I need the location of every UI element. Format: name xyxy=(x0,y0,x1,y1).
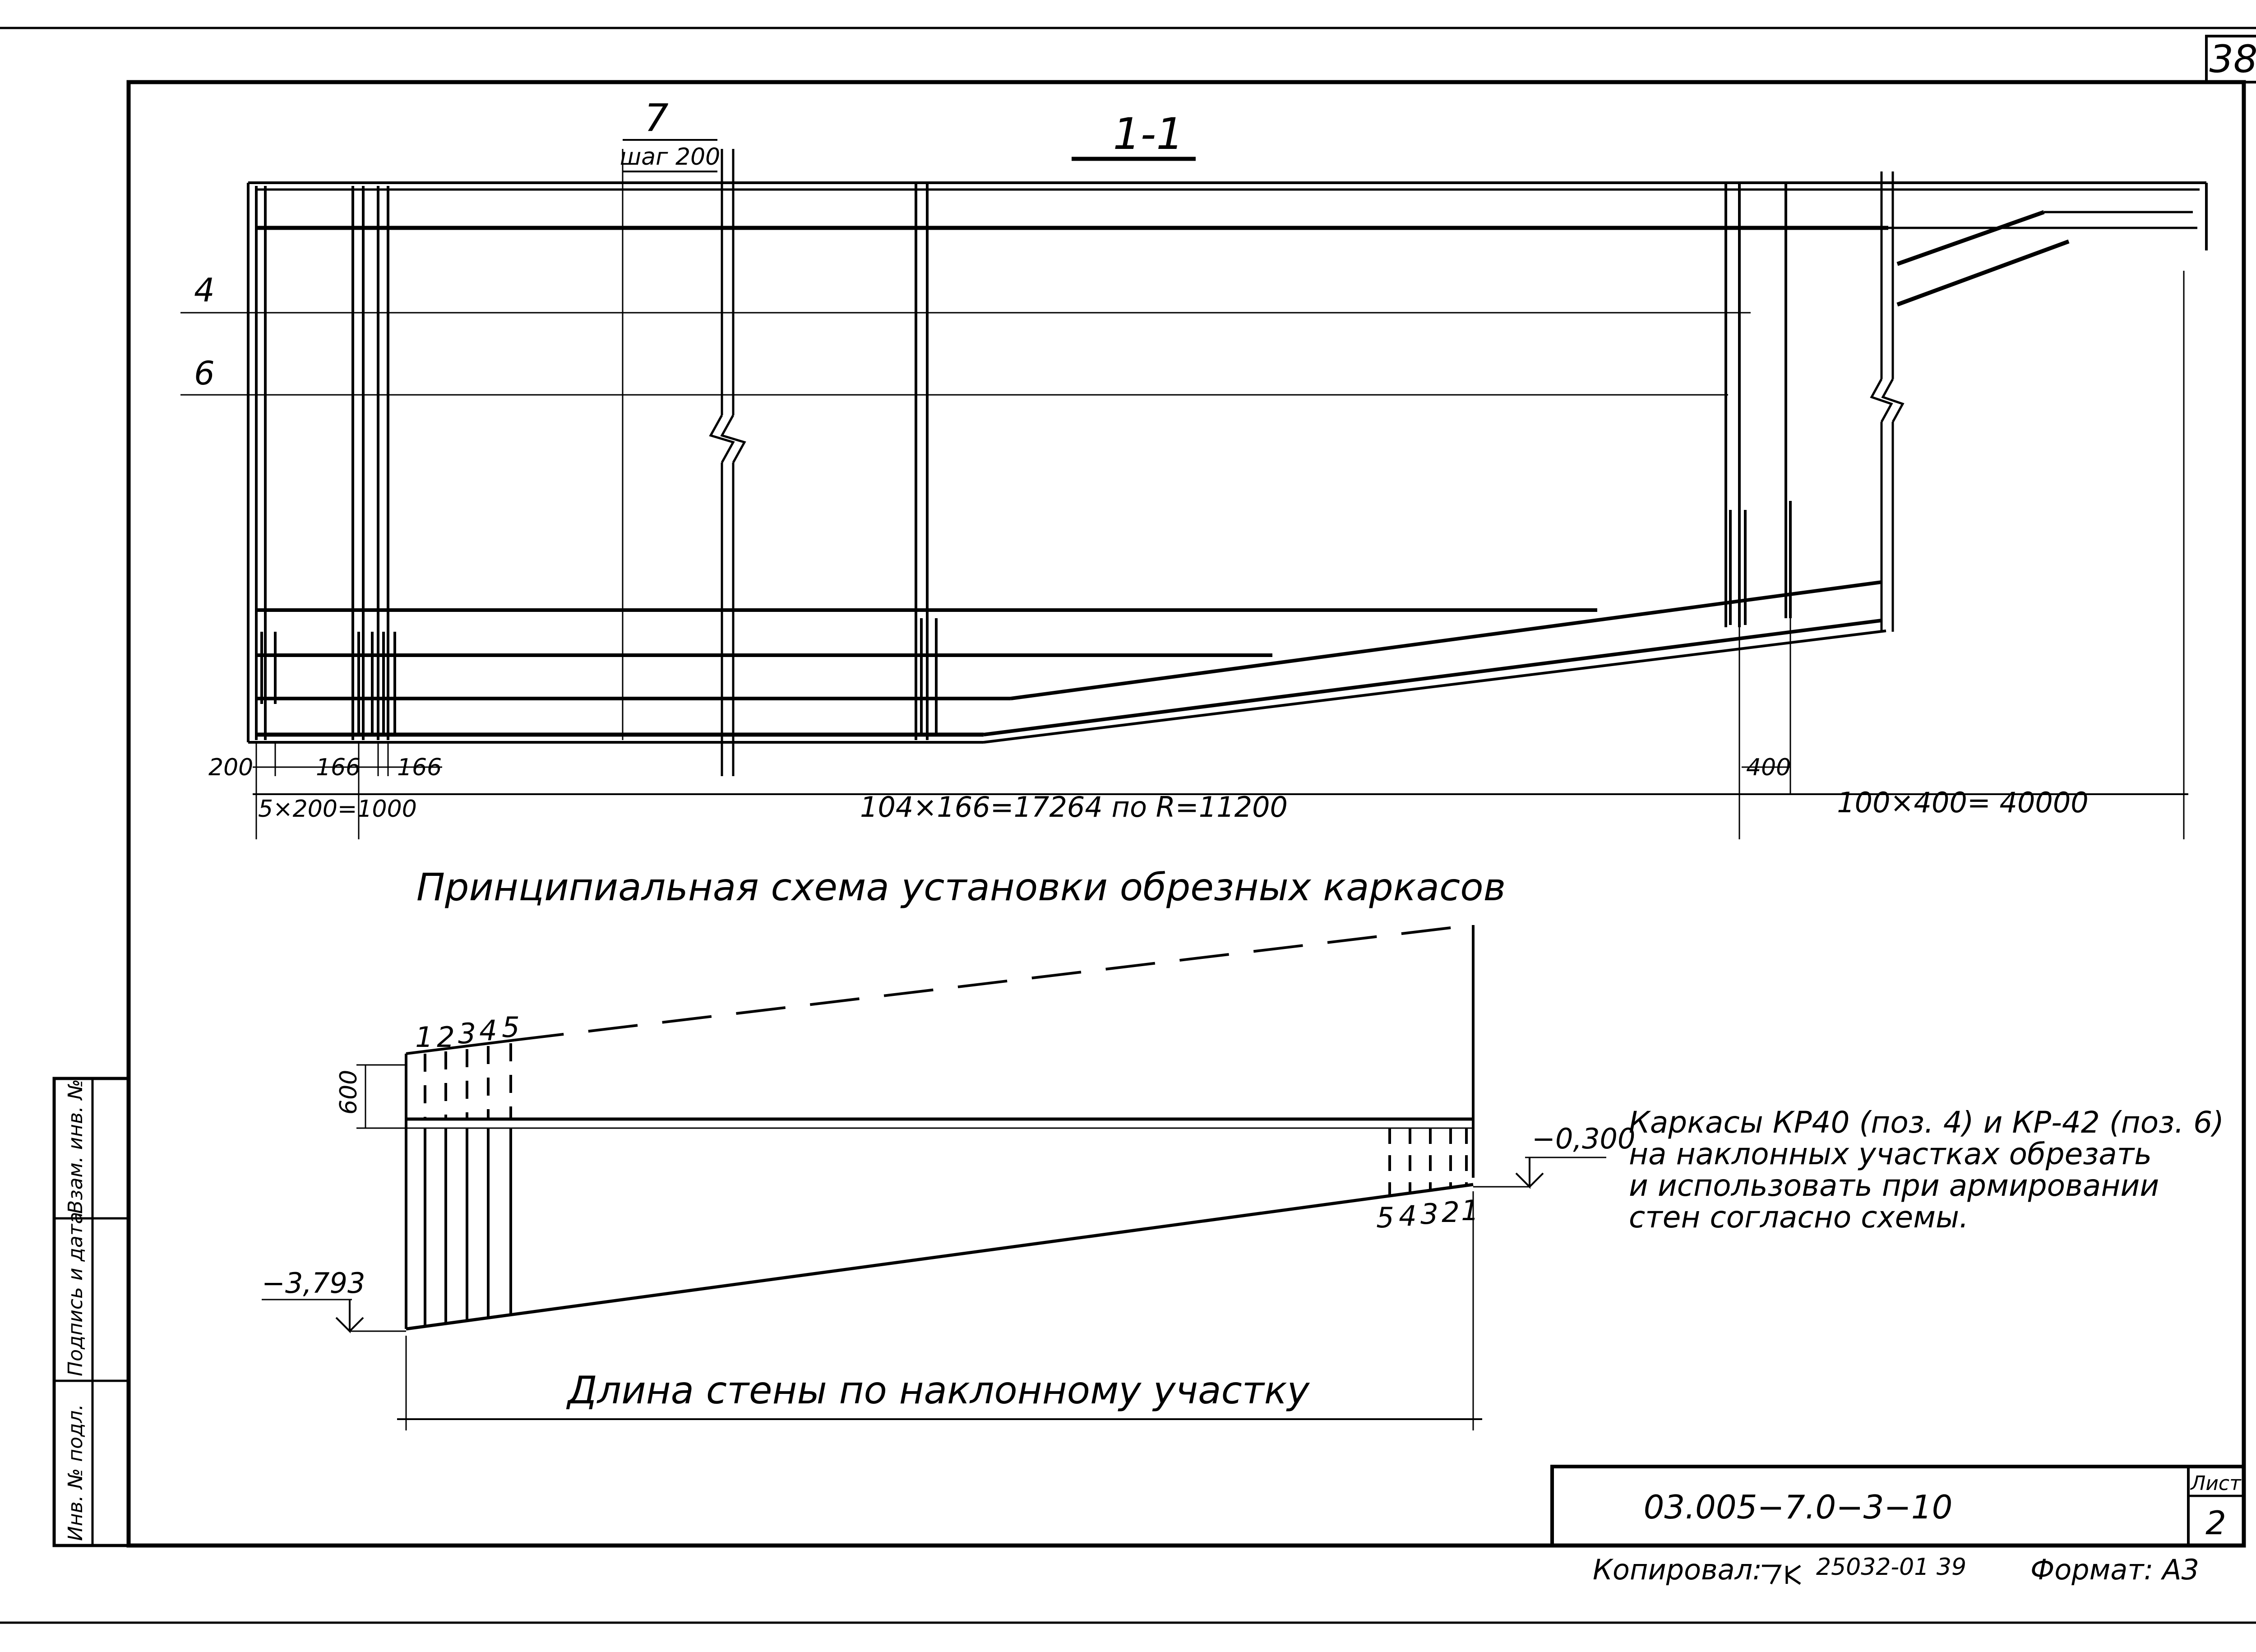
scheme-cut-top-left xyxy=(406,1039,515,1055)
page-number-box: 38 xyxy=(2205,35,2256,83)
top-number-1: 1 xyxy=(415,1021,433,1054)
dim-166-b: 166 xyxy=(397,754,442,781)
page-number: 38 xyxy=(2210,37,2256,81)
cutting-scheme: 1 2 3 4 5 5 4 3 2 1 600 −3,793 −0,300 xyxy=(262,924,1635,1430)
scheme-top-numbers: 1 2 3 4 5 xyxy=(415,1011,519,1054)
inclined-rebar-lower xyxy=(1896,239,2070,307)
scheme-title: Принципиальная схема установки обрезных … xyxy=(416,865,1506,909)
title-block: 03.005−7.0−3−10 Лист 2 Копировал: 25032-… xyxy=(1550,1465,2246,1586)
scheme-cut-top-line xyxy=(514,924,1474,1041)
order-number: 25032-01 39 xyxy=(1816,1554,1966,1581)
stamp-inv-podl: Инв. № подл. xyxy=(64,1404,87,1541)
top-number-3: 3 xyxy=(458,1017,476,1050)
scheme-bottom-slope xyxy=(406,1183,1474,1331)
bottom-caption: Длина стены по наклонному участку xyxy=(566,1368,1310,1412)
level-left-arrow xyxy=(335,1300,364,1333)
note-block: Каркасы КР40 (поз. 4) и КР-42 (поз. 6) н… xyxy=(1629,1105,2224,1235)
note-line-1: Каркасы КР40 (поз. 4) и КР-42 (поз. 6) xyxy=(1629,1105,2224,1140)
dim-right: 100×400= 40000 xyxy=(1837,786,2089,819)
stamp-vzam-inv: Взам. инв. № xyxy=(64,1079,87,1214)
top-number-5: 5 xyxy=(502,1011,519,1044)
side-stamp: Инв. № подл. Подпись и дата Взам. инв. № xyxy=(52,1077,130,1547)
vertical-frames-left-hooks xyxy=(260,632,396,736)
level-left: −3,793 xyxy=(262,1267,365,1300)
dim-middle: 104×166=17264 по R=11200 xyxy=(860,791,1288,824)
vertical-frames-left xyxy=(255,186,389,740)
format-label: Формат: А3 xyxy=(2030,1553,2199,1586)
dim-600: 600 xyxy=(335,1070,362,1115)
sheet-label: Лист xyxy=(2190,1472,2242,1495)
wall-bottom-slope-edge xyxy=(983,629,1886,744)
top-number-4: 4 xyxy=(479,1014,497,1047)
scheme-bottom-numbers: 5 4 3 2 1 xyxy=(1376,1194,1479,1234)
scheme-left-frames-dashed xyxy=(424,1043,512,1119)
top-number-2: 2 xyxy=(437,1021,454,1054)
bottom-number-1: 1 xyxy=(1461,1194,1479,1227)
dimension-extension-lines xyxy=(255,271,2185,839)
pos-4-label: 4 xyxy=(194,271,215,309)
dim-400: 400 xyxy=(1746,754,1791,781)
note-line-3: и использовать при армировании xyxy=(1629,1168,2159,1203)
section-1-1: 1-1 xyxy=(180,96,2208,839)
scheme-left-frames xyxy=(424,1128,512,1327)
step-label: шаг 200 xyxy=(620,143,721,171)
inclined-rebar-upper xyxy=(1896,210,2045,266)
bottom-number-3: 3 xyxy=(1420,1198,1438,1231)
dim-200: 200 xyxy=(208,754,253,781)
pos-7-label: 7 xyxy=(644,96,668,140)
note-line-2: на наклонных участках обрезать xyxy=(1629,1137,2152,1171)
drawing-frame xyxy=(126,80,2246,1548)
doc-code: 03.005−7.0−3−10 xyxy=(1644,1488,1953,1526)
scheme-right-frames-dashed xyxy=(1388,1128,1468,1196)
note-line-4: стен согласно схемы. xyxy=(1629,1200,1969,1235)
break-line-right xyxy=(1870,171,1905,632)
copied-label: Копировал: xyxy=(1593,1553,1762,1586)
level-right-arrow xyxy=(1515,1157,1544,1189)
dim-5x200: 5×200=1000 xyxy=(258,796,417,823)
bottom-number-4: 4 xyxy=(1399,1199,1416,1232)
pos-6-label: 6 xyxy=(194,354,215,392)
section-mark: 1-1 xyxy=(1113,109,1184,159)
sheet-number: 2 xyxy=(2205,1504,2226,1542)
stamp-signature-date: Подпись и дата xyxy=(64,1212,87,1376)
dim-166-a: 166 xyxy=(316,754,361,781)
slope-rebar-1 xyxy=(1010,580,1882,700)
level-right: −0,300 xyxy=(1532,1122,1635,1155)
bottom-number-5: 5 xyxy=(1376,1201,1394,1234)
slope-rebar-2 xyxy=(983,619,1882,736)
copyist-signature xyxy=(1762,1564,1801,1585)
bottom-number-2: 2 xyxy=(1442,1196,1459,1229)
break-line-left xyxy=(709,149,746,776)
